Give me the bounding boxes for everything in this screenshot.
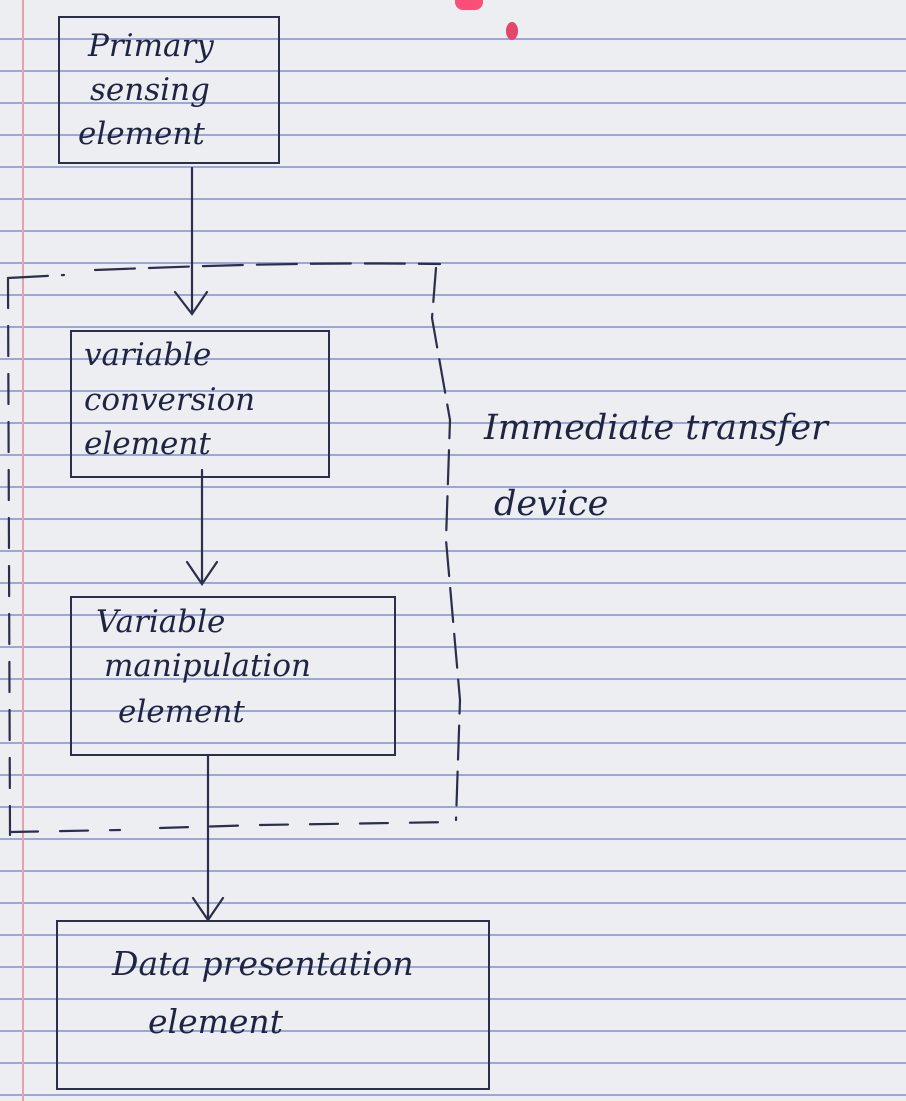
node-conversion-label-line1: variable: [84, 337, 212, 373]
node-conversion-label-line2: conversion: [84, 382, 256, 418]
node-primary-sensing-element: [58, 16, 280, 164]
node-manipulation-label-line2: manipulation: [104, 648, 311, 684]
group-boundary-right: [430, 266, 462, 822]
node-variable-manipulation-element: [70, 596, 396, 756]
node-primary-label-line1: Primary: [88, 28, 214, 64]
node-data-presentation-element: [56, 920, 490, 1090]
group-boundary-top: [6, 262, 442, 280]
group-label-line1: Immediate transfer: [484, 408, 828, 448]
edge-primary-to-conversion: [173, 166, 209, 316]
node-presentation-label-line1: Data presentation: [112, 944, 414, 983]
margin-line: [22, 0, 24, 1101]
node-manipulation-label-line3: element: [118, 694, 245, 730]
ink-spot: [506, 22, 518, 40]
group-boundary-left: [6, 276, 12, 837]
node-primary-label-line3: element: [78, 116, 205, 152]
node-manipulation-label-line1: Variable: [96, 604, 226, 640]
edge-manipulation-to-presentation: [191, 753, 225, 922]
group-boundary-bottom: [8, 820, 458, 834]
node-primary-label-line2: sensing: [90, 72, 210, 108]
edge-conversion-to-manipulation: [185, 468, 219, 586]
binding-mark: [455, 0, 483, 10]
node-conversion-label-line3: element: [84, 426, 211, 462]
node-variable-conversion-element: [70, 330, 330, 478]
node-presentation-label-line2: element: [148, 1002, 283, 1041]
group-label-line2: device: [494, 484, 609, 524]
